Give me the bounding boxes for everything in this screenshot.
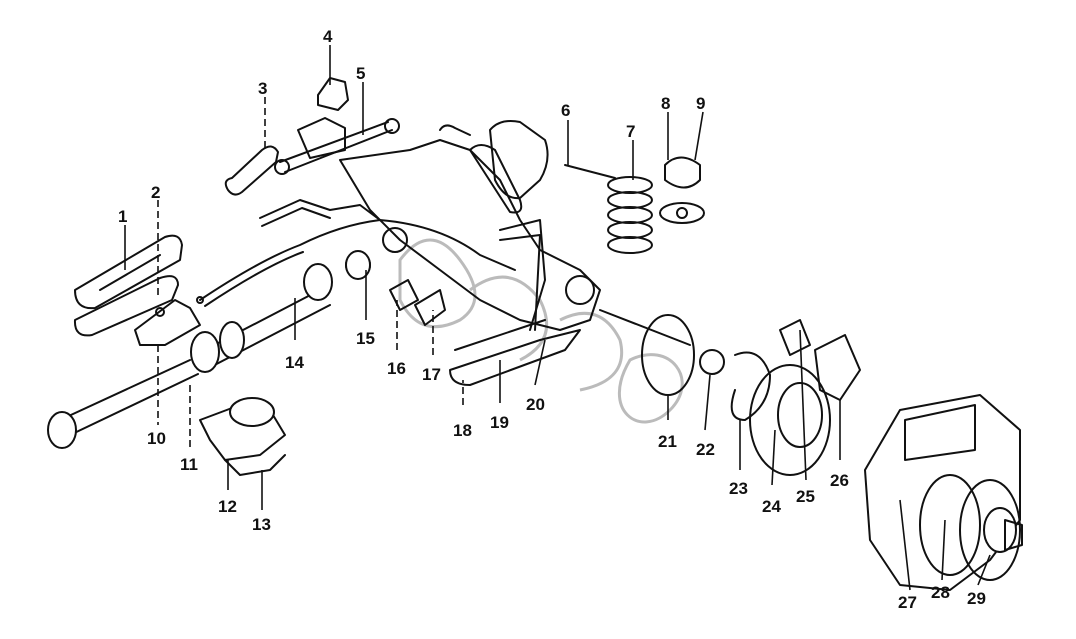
part-labels: 1 2 3 4 5 6 7 8 9 10 11 12 13 14 15 16 1… [118,27,986,612]
part-label-17: 17 [422,365,441,384]
brake-shoes [699,349,771,421]
backing-plate [599,309,695,396]
brake-disc [749,364,831,476]
link-rod [564,164,616,179]
part-label-13: 13 [252,515,271,534]
panhard-rod [274,118,400,175]
handbrake-cable [199,219,516,307]
anti-roll-bar [259,199,381,227]
trailing-arm [449,234,581,386]
part-label-21: 21 [658,432,677,451]
part-label-5: 5 [356,64,365,83]
part-label-11: 11 [180,455,198,474]
part-label-3: 3 [258,79,267,98]
part-label-1: 1 [118,207,127,226]
part-label-20: 20 [526,395,545,414]
part-label-9: 9 [696,94,705,113]
leader-lines [124,45,991,591]
part-label-4: 4 [323,27,333,46]
brake-caliper [779,319,861,401]
coil-spring [607,176,653,254]
part-label-7: 7 [626,122,635,141]
part-label-24: 24 [762,497,781,516]
spring-seat [659,156,705,224]
part-label-22: 22 [696,440,715,459]
handbrake-bracket [134,296,204,346]
part-label-28: 28 [931,583,950,602]
part-label-27: 27 [898,593,917,612]
part-label-25: 25 [796,487,815,506]
propeller-shaft [47,252,371,449]
part-label-16: 16 [387,359,406,378]
handbrake-lever [73,234,183,337]
wheel-and-tyre [864,394,1023,591]
part-label-18: 18 [453,421,472,440]
part-label-8: 8 [661,94,670,113]
centre-bearing [199,397,286,476]
part-label-14: 14 [285,353,304,372]
part-label-15: 15 [356,329,375,348]
part-label-10: 10 [147,429,166,448]
part-label-19: 19 [490,413,509,432]
trailing-link [224,145,279,196]
differential-housing [339,120,601,331]
part-label-26: 26 [830,471,849,490]
part-label-6: 6 [561,101,570,120]
part-label-23: 23 [729,479,748,498]
part-label-29: 29 [967,589,986,608]
part-label-12: 12 [218,497,237,516]
part-label-2: 2 [151,183,160,202]
